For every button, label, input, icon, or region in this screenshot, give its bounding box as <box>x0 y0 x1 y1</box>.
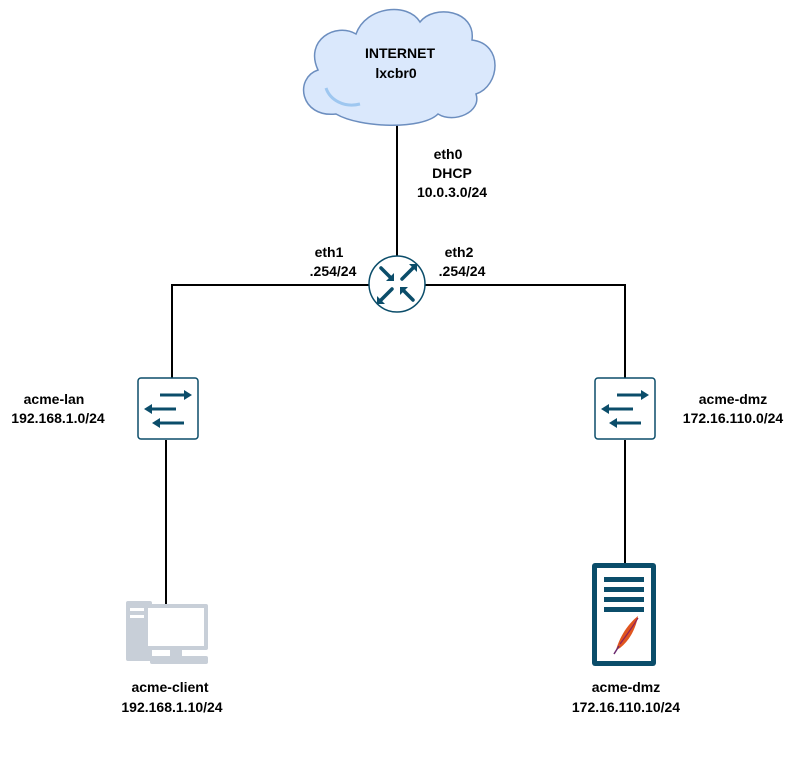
router-right-address: .254/24 <box>439 263 486 279</box>
lan-switch: acme-lan 192.168.1.0/24 <box>11 377 199 440</box>
link-router-lan-switch <box>171 284 370 378</box>
dmz-host: acme-dmz 172.16.110.10/24 <box>572 563 680 715</box>
link-router-dmz-switch <box>424 284 626 378</box>
computer-icon <box>126 601 208 664</box>
cloud-highlight <box>324 87 361 107</box>
router: eth1 .254/24 eth2 .254/24 <box>310 244 486 313</box>
switch-icon <box>137 377 199 440</box>
cloud-subtitle: lxcbr0 <box>375 65 416 81</box>
router-left-interface: eth1 <box>315 244 344 260</box>
server-icon <box>592 563 656 666</box>
router-left-address: .254/24 <box>310 263 357 279</box>
uplink-interface: eth0 <box>434 146 463 162</box>
server-name: acme-dmz <box>592 679 660 695</box>
connections <box>165 114 626 605</box>
dmz-switch-name: acme-dmz <box>699 391 767 407</box>
router-icon <box>368 255 426 313</box>
cloud-icon <box>302 8 496 126</box>
dmz-switch: acme-dmz 172.16.110.0/24 <box>594 377 784 440</box>
lan-switch-name: acme-lan <box>24 391 85 407</box>
uplink-labels: eth0 DHCP 10.0.3.0/24 <box>417 146 487 200</box>
router-right-interface: eth2 <box>445 244 474 260</box>
internet-cloud: INTERNET lxcbr0 <box>302 8 496 126</box>
client-address: 192.168.1.10/24 <box>121 699 222 715</box>
uplink-mode: DHCP <box>432 165 472 181</box>
client-host: acme-client 192.168.1.10/24 <box>121 601 223 715</box>
feather-icon <box>613 616 639 655</box>
dmz-switch-network: 172.16.110.0/24 <box>683 410 784 426</box>
cloud-title: INTERNET <box>365 45 435 61</box>
switch-icon <box>594 377 656 440</box>
server-address: 172.16.110.10/24 <box>572 699 680 715</box>
lan-switch-network: 192.168.1.0/24 <box>11 410 105 426</box>
client-name: acme-client <box>131 679 208 695</box>
uplink-network: 10.0.3.0/24 <box>417 184 487 200</box>
